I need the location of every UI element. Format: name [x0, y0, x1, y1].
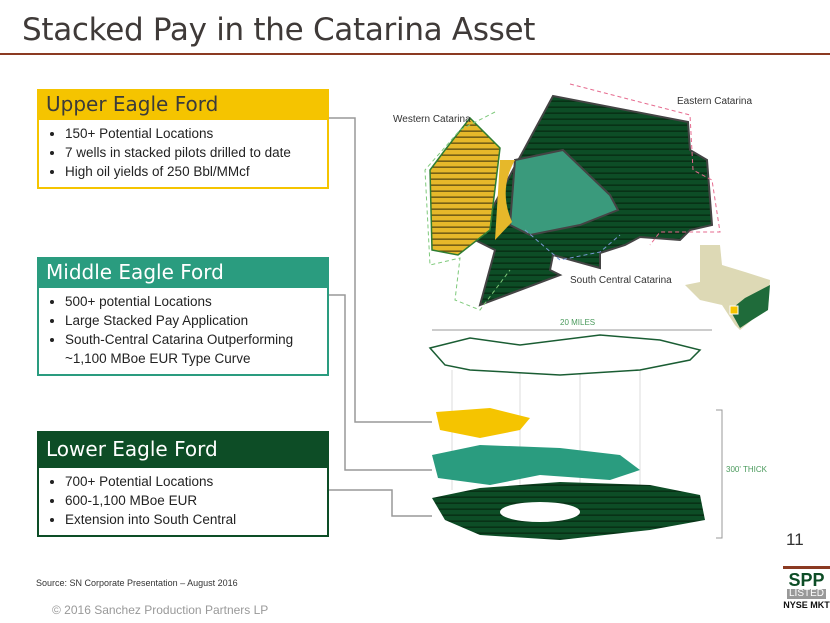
plan-outline-layer	[428, 334, 702, 376]
thickness-label: 300' THICK	[726, 465, 767, 474]
title-rule	[0, 53, 830, 55]
logo-spp: SPP	[788, 570, 825, 590]
scale-label: 20 MILES	[560, 318, 596, 327]
spp-logo: SPP LISTED NYSE MKT	[783, 566, 830, 610]
eastern-catarina-label: Eastern Catarina	[677, 96, 753, 107]
lower-eagle-ford-heading: Lower Eagle Ford	[37, 431, 329, 468]
middle-eagle-ford-heading: Middle Eagle Ford	[37, 257, 329, 288]
upper-connector	[329, 117, 432, 423]
bullet: 600-1,100 MBoe EUR	[65, 491, 319, 510]
middle-connector	[329, 294, 432, 471]
bullet: 150+ Potential Locations	[65, 124, 319, 143]
western-boundary	[424, 111, 511, 311]
middle-eagle-ford-box: Middle Eagle Ford 500+ potential Locatio…	[37, 257, 329, 376]
eagle-ford-trend	[730, 285, 770, 328]
logo-exchange: NYSE MKT	[783, 600, 830, 610]
logo-listed: LISTED	[787, 588, 826, 599]
lower-layer-gap	[500, 502, 580, 522]
thickness-bracket	[716, 409, 723, 539]
upper-overlap	[495, 160, 515, 240]
bullet: 500+ potential Locations	[65, 292, 319, 311]
western-catarina-area	[429, 116, 501, 256]
western-catarina-label: Western Catarina	[393, 114, 471, 125]
page-title: Stacked Pay in the Catarina Asset	[22, 12, 536, 48]
middle-eagle-ford-layer	[432, 445, 640, 485]
bullet: 7 wells in stacked pilots drilled to dat…	[65, 143, 319, 162]
upper-eagle-ford-layer	[436, 408, 530, 438]
logo-bar	[783, 566, 830, 569]
lower-connector	[329, 489, 432, 517]
upper-eagle-ford-box: Upper Eagle Ford 150+ Potential Location…	[37, 89, 329, 189]
bullet: Large Stacked Pay Application	[65, 311, 319, 330]
upper-eagle-ford-heading: Upper Eagle Ford	[37, 89, 329, 120]
copyright: © 2016 Sanchez Production Partners LP	[52, 603, 269, 617]
source-note: Source: SN Corporate Presentation – Augu…	[36, 578, 238, 588]
bullet: Extension into South Central	[65, 510, 319, 529]
bullet: 700+ Potential Locations	[65, 472, 319, 491]
south-central-boundary	[524, 229, 621, 261]
texas-inset	[685, 245, 770, 330]
south-central-catarina-label: South Central Catarina	[570, 275, 672, 286]
middle-area	[508, 148, 620, 237]
bullet: South-Central Catarina Outperforming ~1,…	[65, 330, 319, 368]
lower-eagle-ford-box: Lower Eagle Ford 700+ Potential Location…	[37, 431, 329, 537]
catarina-marker	[729, 305, 739, 315]
page-number: 11	[786, 530, 804, 549]
bullet: High oil yields of 250 Bbl/MMcf	[65, 162, 319, 181]
